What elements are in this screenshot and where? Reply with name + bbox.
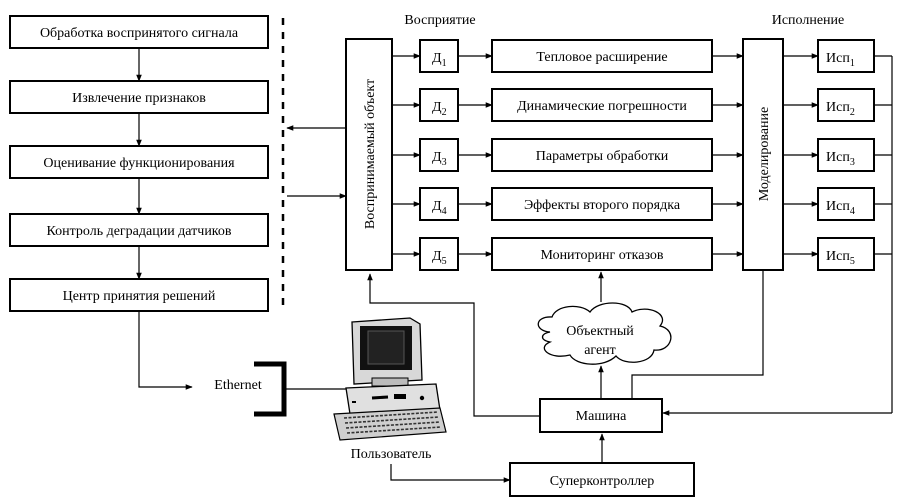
process-boxes: Тепловое расширение Динамические погрешн…: [491, 39, 713, 271]
header-execution: Исполнение: [772, 13, 845, 28]
modeling-label: Моделирование: [757, 107, 772, 201]
executor-3-box: [817, 138, 875, 172]
sensor-d4-label: Д4: [432, 199, 447, 217]
executor-2-label: Исп2: [826, 100, 855, 118]
executor-3-label: Исп3: [826, 150, 855, 168]
decision-to-ethernet-line: [138, 311, 193, 390]
modeling-to-executor-arrows: [783, 53, 819, 257]
object-to-sensor-arrows: [392, 53, 421, 257]
modeling-to-machine-line: [631, 270, 764, 399]
executor-5-box: [817, 237, 875, 271]
process-monitoring-label: Мониторинг отказов: [540, 248, 663, 263]
process-second-order-label: Эффекты второго порядка: [524, 198, 681, 213]
executor-5-label: Исп5: [826, 249, 855, 267]
object-agent-cloud: [537, 302, 672, 365]
sensor-degradation-label: Контроль деградации датчиков: [46, 224, 231, 239]
decision-center-label: Центр принятия решений: [63, 289, 216, 304]
header-perception: Восприятие: [404, 13, 475, 28]
executor-1-label: Исп1: [826, 51, 855, 69]
perceived-object-box: [345, 38, 393, 271]
user-label: Пользователь: [351, 447, 432, 462]
sensor-d1-label: Д1: [432, 51, 447, 69]
sensor-degradation-box: [9, 213, 269, 247]
modeling-box: [742, 38, 784, 271]
left-chain: Обработка воспринятого сигнала Извлечени…: [9, 15, 269, 312]
sensor-d3-box: [419, 138, 459, 172]
signal-processing-box: [9, 15, 269, 49]
executor-4-label: Исп4: [826, 199, 855, 217]
sensor-to-process-arrows: [458, 53, 493, 257]
ethernet-label: Ethernet: [214, 378, 262, 393]
supercontroller-box: [509, 462, 695, 497]
process-params-label: Параметры обработки: [536, 149, 669, 164]
process-thermal-box: [491, 39, 713, 73]
feature-extraction-label: Извлечение признаков: [72, 91, 206, 106]
signal-processing-label: Обработка воспринятого сигнала: [40, 26, 239, 41]
machine-label: Машина: [576, 409, 627, 424]
perceived-object-label: Воспринимаемый объект: [363, 79, 378, 229]
process-dynamic-label: Динамические погрешности: [517, 99, 687, 114]
process-thermal-label: Тепловое расширение: [536, 50, 667, 65]
process-params-box: [491, 138, 713, 172]
object-agent-label-line2: агент: [584, 343, 616, 358]
executors: Исп1 Исп2 Исп3 Исп4 Исп5: [817, 39, 875, 271]
sensor-d2-label: Д2: [432, 100, 447, 118]
supercontroller-label: Суперконтроллер: [550, 474, 655, 489]
process-dynamic-box: [491, 88, 713, 122]
executor-output-bus: [662, 55, 893, 416]
performance-evaluation-label: Оценивание функционирования: [43, 156, 235, 171]
sensor-d4-box: [419, 187, 459, 221]
process-to-modeling-arrows: [712, 53, 744, 257]
object-agent-label-line1: Объектный: [566, 324, 634, 339]
user-to-supercontroller-line: [390, 464, 511, 483]
computer-icon: [333, 317, 447, 441]
sensor-d5-label: Д5: [432, 249, 447, 267]
sensor-d3-label: Д3: [432, 150, 447, 168]
sensors: Д1 Д2 Д3 Д4 Д5: [419, 39, 459, 271]
machine-to-object-line: [367, 273, 540, 417]
